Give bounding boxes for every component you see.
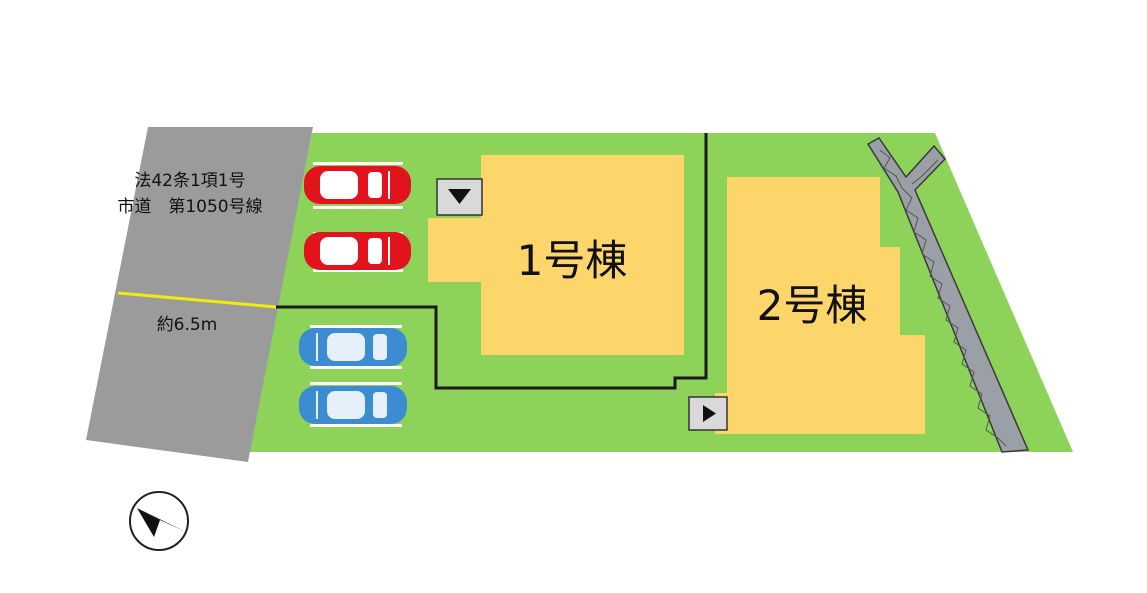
building-1 — [428, 155, 684, 355]
north-arrow-icon — [129, 491, 189, 551]
car-blue-2 — [299, 386, 407, 424]
building-2-label: 2号棟 — [757, 281, 868, 330]
road-legal-label: 法42条1項1号 — [134, 171, 245, 191]
entrance-arrow-down-icon — [436, 178, 483, 216]
building-2 — [715, 177, 925, 434]
road-name-label: 市道 第1050号線 — [117, 197, 262, 217]
retaining-wall — [866, 137, 1030, 453]
retaining-wall-pattern — [879, 149, 1007, 447]
entrance-arrow-right-icon — [688, 396, 728, 431]
road-width-line — [117, 291, 277, 309]
building-1-label: 1号棟 — [517, 236, 628, 285]
lot-boundary-line — [276, 133, 708, 390]
road-width-label: 約6.5m — [157, 315, 218, 335]
car-red-2 — [304, 232, 411, 270]
road-area — [86, 127, 313, 462]
car-red-1 — [304, 166, 411, 204]
retaining-wall-pattern-2 — [911, 159, 939, 185]
car-blue-1 — [299, 328, 407, 366]
